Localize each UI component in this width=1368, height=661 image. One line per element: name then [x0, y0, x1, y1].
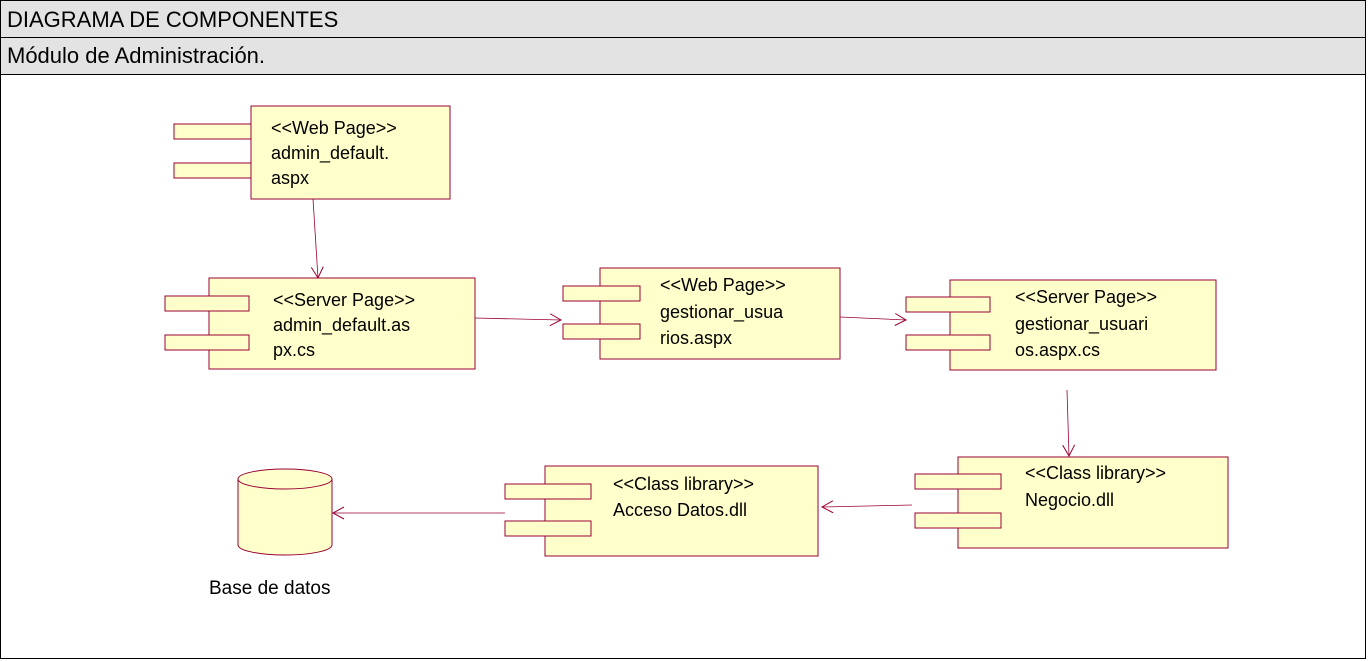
component-gestionar-usuarios-aspx-cs: <<Server Page>> gestionar_usuari os.aspx… [905, 279, 1217, 371]
component-name-line: Negocio.dll [1025, 490, 1114, 510]
component-name-line: aspx [271, 168, 309, 188]
component-name-line: admin_default. [271, 143, 389, 164]
component-acceso-datos-dll: <<Class library>> Acceso Datos.dll [504, 465, 819, 557]
component-name-line: os.aspx.cs [1015, 340, 1100, 360]
dependency-c3-c4 [839, 313, 908, 326]
dependency-c5-c6 [820, 500, 913, 514]
database-label: Base de datos [209, 578, 331, 599]
component-gestionar-usuarios-aspx: <<Web Page>> gestionar_usua rios.aspx [562, 267, 841, 360]
diagram-title: DIAGRAMA DE COMPONENTES [1, 1, 1365, 38]
component-name-line: gestionar_usuari [1015, 314, 1148, 335]
component-name-line: px.cs [273, 340, 315, 360]
component-name-line: rios.aspx [660, 328, 732, 348]
component-name-line: gestionar_usua [660, 302, 784, 323]
module-subtitle: Módulo de Administración. [1, 38, 1365, 75]
component-stereotype: <<Class library>> [613, 474, 754, 494]
component-stereotype: <<Web Page>> [271, 118, 397, 138]
dependency-c4-c5 [1062, 389, 1076, 458]
component-stereotype: <<Web Page>> [660, 275, 786, 295]
dependency-c1-c2 [310, 198, 324, 280]
component-admin-default-aspx-cs: <<Server Page>> admin_default.as px.cs [164, 277, 476, 370]
component-name-line: Acceso Datos.dll [613, 500, 747, 520]
component-negocio-dll: <<Class library>> Negocio.dll [914, 456, 1229, 549]
dependency-c2-c3 [474, 313, 563, 327]
database-cylinder-icon [237, 468, 333, 556]
component-stereotype: <<Server Page>> [273, 290, 415, 310]
component-stereotype: <<Class library>> [1025, 463, 1166, 483]
component-stereotype: <<Server Page>> [1015, 287, 1157, 307]
component-admin-default-aspx: <<Web Page>> admin_default. aspx [173, 105, 451, 200]
dependency-arrows [310, 198, 1076, 520]
component-name-line: admin_default.as [273, 315, 410, 336]
